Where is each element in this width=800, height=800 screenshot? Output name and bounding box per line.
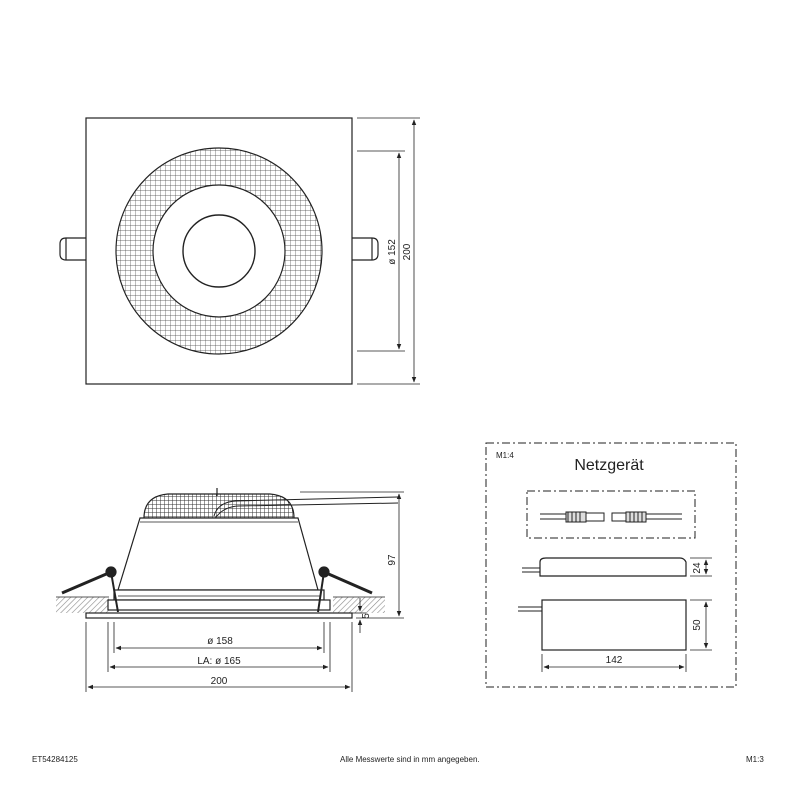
spring-clip-right <box>317 566 373 613</box>
clip-right <box>352 237 379 261</box>
dim-cutout-line <box>107 622 331 672</box>
dim-size-line <box>357 117 420 385</box>
front-rim <box>85 612 353 619</box>
dim-width-label: 200 <box>211 676 228 687</box>
dim-cutout-inner-line <box>113 622 325 653</box>
dim-height-line <box>300 491 404 619</box>
driver-dim-length-label: 142 <box>606 655 623 666</box>
dim-size-label: 200 <box>402 243 413 260</box>
dim-cutout-inner-label: ø 158 <box>207 636 233 647</box>
clip-left <box>59 237 86 261</box>
ceiling-section-left <box>56 597 109 613</box>
side-view <box>56 488 404 692</box>
dim-rim-label: 5 <box>361 613 372 619</box>
led-lens <box>182 214 256 288</box>
top-view <box>59 117 420 385</box>
driver-dim-height-flat-label: 24 <box>692 562 703 574</box>
measurement-note: Alle Messwerte sind in mm angegeben. <box>340 755 480 764</box>
article-number: ET54284125 <box>32 755 78 764</box>
dim-diameter-label: ø 152 <box>387 239 398 265</box>
dim-rim-line <box>352 598 366 633</box>
driver-scale-label: M1:4 <box>496 451 514 460</box>
driver-side <box>522 557 712 577</box>
dim-diameter-line <box>357 150 405 352</box>
cable <box>213 496 399 517</box>
driver-top <box>518 599 712 672</box>
driver-title: Netzgerät <box>574 457 644 474</box>
dim-height-label: 97 <box>387 554 398 566</box>
dim-width-line <box>85 622 353 692</box>
driver-box <box>485 442 737 688</box>
connector-detail <box>540 511 682 523</box>
dim-cutout-label: LA: ø 165 <box>197 656 241 667</box>
housing <box>117 517 319 591</box>
driver-dim-height-label: 50 <box>692 619 703 631</box>
reflector-base <box>113 589 325 601</box>
ceiling-section-right <box>333 597 385 613</box>
driver-box-border <box>485 442 737 688</box>
scale-label: M1:3 <box>746 755 764 764</box>
connector-detail-box <box>526 490 696 539</box>
spring-clip-left <box>61 566 119 613</box>
